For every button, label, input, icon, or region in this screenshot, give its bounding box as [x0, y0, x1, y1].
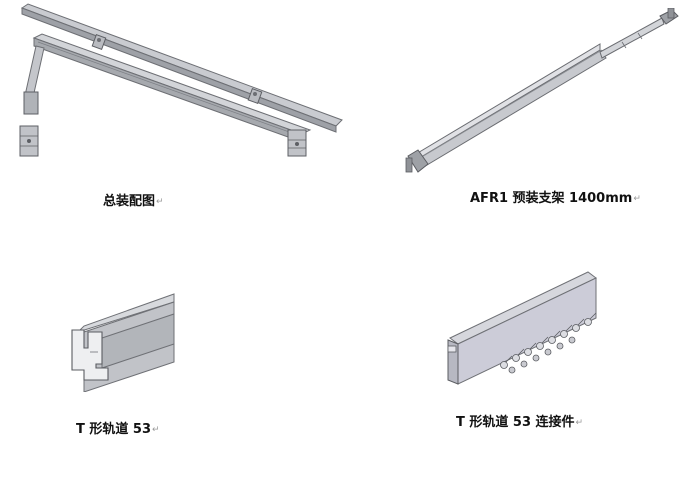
rail-connector-with-bolts-icon	[447, 271, 597, 385]
paragraph-mark-icon: ↵	[156, 197, 164, 207]
assembly-drawing-caption: 总装配图↵	[103, 194, 164, 210]
telescopic-bracket-icon	[405, 8, 679, 173]
assembly-drawing-icon	[19, 3, 343, 157]
paragraph-mark-icon: ↵	[575, 418, 584, 428]
assembly-drawing-figure	[14, 2, 344, 162]
t-rail-caption: T 形轨道 53↵	[76, 422, 160, 438]
bolt-row	[500, 312, 597, 369]
caption-text: T 形轨道 53 连接件	[456, 415, 575, 430]
caption-text: AFR1 预装支架 1400mm	[470, 191, 633, 206]
caption-text: 总装配图	[103, 194, 156, 209]
paragraph-mark-icon: ↵	[152, 425, 160, 435]
pre-assembled-bracket-figure	[402, 8, 684, 180]
pre-assembled-bracket-caption: AFR1 预装支架 1400mm↵	[470, 191, 641, 207]
paragraph-mark-icon: ↵	[633, 194, 641, 204]
t-rail-profile-icon	[71, 293, 175, 392]
t-rail-figure	[68, 292, 176, 392]
caption-text: T 形轨道 53	[76, 422, 152, 437]
t-rail-connector-caption: T 形轨道 53 连接件↵	[456, 415, 583, 431]
t-rail-connector-figure	[444, 270, 604, 386]
